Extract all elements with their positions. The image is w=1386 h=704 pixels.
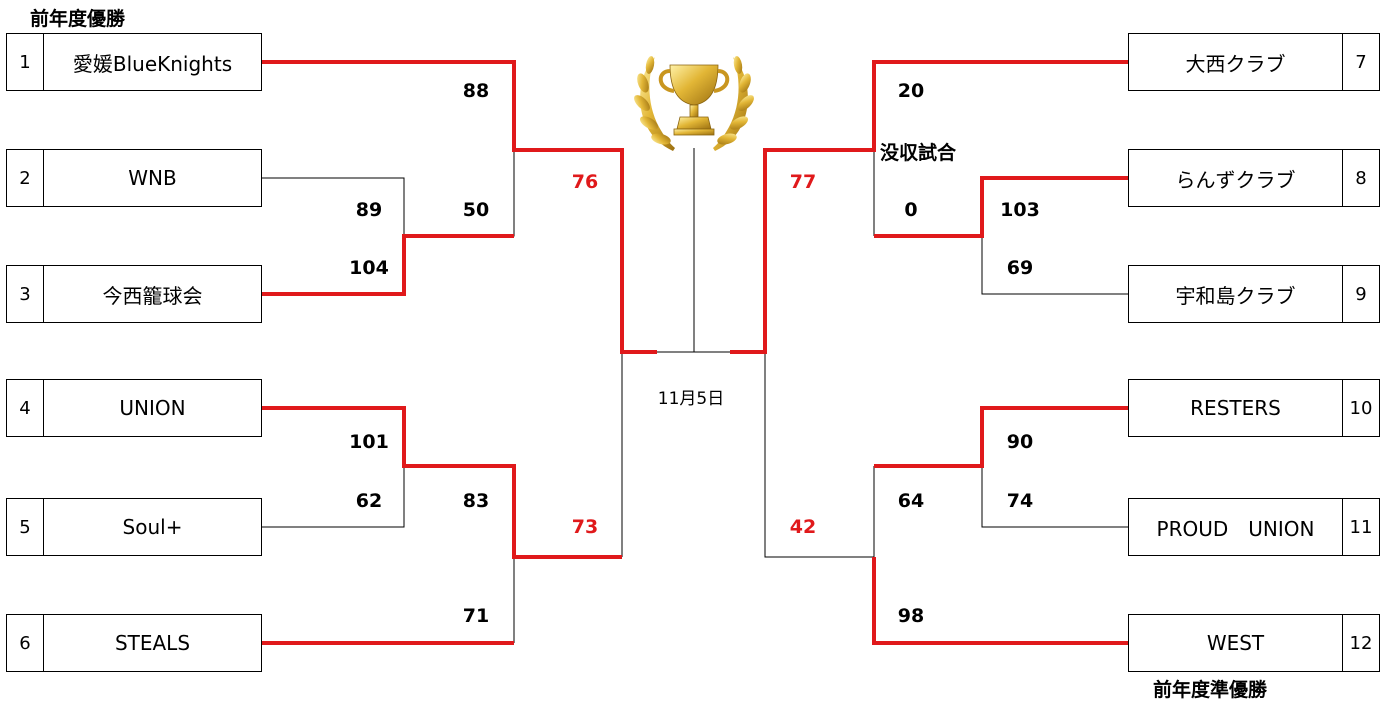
team-name: 今西籠球会 — [102, 283, 203, 308]
bracket-line-r2-left-top — [404, 150, 515, 237]
team-box: PROUD UNION 11 — [1128, 498, 1380, 556]
team-box: 2 WNB — [6, 149, 262, 207]
score-onishi: 20 — [897, 80, 925, 102]
bracket-line-soul — [262, 466, 405, 528]
bracket-line-imanishi — [262, 234, 514, 296]
team-name: STEALS — [114, 631, 191, 655]
bracket-line-final-left — [657, 148, 695, 353]
score-imanishi-r1: 104 — [349, 257, 389, 279]
bracket-line-wnb — [262, 177, 405, 236]
score-rans-r1: 103 — [1000, 199, 1040, 221]
bracket-line-uwajima — [981, 236, 1128, 295]
forfeit-label: 没収試合 — [880, 142, 957, 164]
team-name: 大西クラブ — [1185, 51, 1286, 76]
team-box: WEST 12 — [1128, 614, 1380, 672]
team-name: WEST — [1206, 631, 1265, 655]
score-forfeit: 0 — [904, 199, 918, 221]
bracket-line-onishi — [730, 60, 1128, 354]
team-seed: 3 — [7, 266, 44, 322]
trophy-icon — [634, 56, 754, 151]
team-name: WNB — [128, 166, 177, 190]
team-box: 4 UNION — [6, 379, 262, 437]
score-blueknights: 88 — [462, 80, 490, 102]
score-right-semi-top: 77 — [789, 171, 817, 193]
bracket-line-west — [872, 557, 1128, 645]
score-union-r2: 83 — [462, 490, 490, 512]
bracket-line-semi-right-bottom — [764, 352, 875, 558]
bracket-line-blueknights — [262, 60, 657, 354]
score-uwajima: 69 — [1006, 257, 1034, 279]
team-name: UNION — [119, 396, 186, 420]
team-seed: 12 — [1342, 615, 1379, 671]
team-seed: 2 — [7, 150, 44, 206]
bracket-line-proud-union — [981, 466, 1128, 528]
score-proud-union: 74 — [1006, 490, 1034, 512]
team-name: らんずクラブ — [1175, 167, 1296, 192]
team-seed: 11 — [1342, 499, 1379, 555]
team-name: Soul+ — [122, 515, 183, 539]
team-box: 大西クラブ 7 — [1128, 33, 1380, 91]
prev-champion-label: 前年度優勝 — [30, 8, 126, 30]
team-seed: 1 — [7, 34, 44, 90]
bracket-line-rans — [874, 176, 1128, 238]
team-seed: 8 — [1342, 150, 1379, 206]
team-seed: 10 — [1342, 380, 1379, 436]
team-box: 5 Soul+ — [6, 498, 262, 556]
team-name: 愛媛BlueKnights — [72, 51, 233, 76]
prev-runner-up-label: 前年度準優勝 — [1153, 679, 1268, 701]
team-name: PROUD UNION — [1156, 516, 1315, 541]
score-west: 98 — [897, 605, 925, 627]
team-name: 宇和島クラブ — [1175, 283, 1296, 308]
score-resters-r2: 64 — [897, 490, 925, 512]
score-resters: 90 — [1006, 431, 1034, 453]
team-box: 3 今西籠球会 — [6, 265, 262, 323]
score-imanishi-r2: 50 — [462, 199, 490, 221]
score-left-semi-bottom: 73 — [571, 516, 599, 538]
score-soul: 62 — [355, 490, 383, 512]
team-box: 宇和島クラブ 9 — [1128, 265, 1380, 323]
team-seed: 9 — [1342, 266, 1379, 322]
team-box: 6 STEALS — [6, 614, 262, 672]
team-name: RESTERS — [1190, 396, 1281, 420]
score-wnb: 89 — [355, 199, 383, 221]
bracket-line-resters — [874, 406, 1128, 468]
team-seed: 6 — [7, 615, 44, 671]
score-left-semi-top: 76 — [571, 171, 599, 193]
team-seed: 5 — [7, 499, 44, 555]
team-seed: 4 — [7, 380, 44, 436]
final-date: 11月5日 — [657, 389, 725, 409]
score-right-semi-bottom: 42 — [789, 516, 817, 538]
team-box: RESTERS 10 — [1128, 379, 1380, 437]
team-seed: 7 — [1342, 34, 1379, 90]
team-box: 1 愛媛BlueKnights — [6, 33, 262, 91]
bracket-line-union — [262, 406, 622, 559]
score-steals: 71 — [462, 605, 490, 627]
team-box: らんずクラブ 8 — [1128, 149, 1380, 207]
score-union: 101 — [349, 431, 389, 453]
